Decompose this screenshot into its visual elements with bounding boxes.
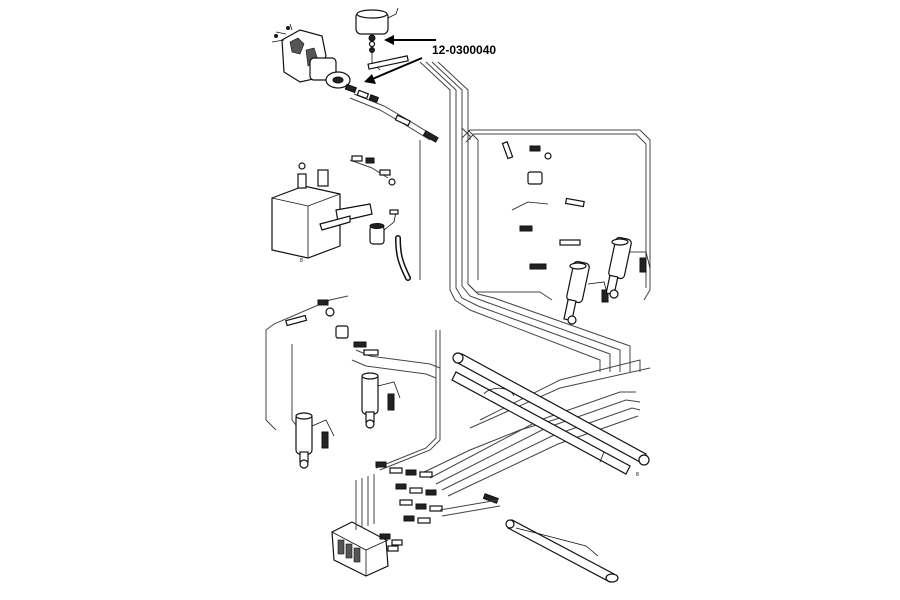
tank-item-marker: 8 (300, 258, 303, 264)
valve-bank-fitting-rows (355, 461, 501, 546)
hose-bundle-lower-diagonal (375, 330, 651, 497)
pump-outlet-fittings (344, 83, 439, 143)
hose-bundle-right-upper (461, 129, 651, 301)
lower-tilt-cylinder (505, 519, 619, 583)
control-valve-bank (331, 521, 399, 577)
lift-cylinder-right-b (605, 236, 651, 299)
hydraulic-reservoir-tank: 8 (271, 162, 373, 264)
callout-part-number-label: 12-0300040 (432, 43, 496, 57)
right-upper-fittings (501, 141, 585, 270)
callout-arrows (364, 35, 436, 84)
suction-hose (395, 235, 411, 281)
solenoid-valve-12-0300040 (355, 7, 409, 71)
hose-to-tank (349, 93, 435, 280)
hose-bundle-main-vertical (419, 61, 631, 372)
lift-cylinder-left-a (295, 412, 335, 469)
boom-item-marker: 8 (636, 472, 639, 478)
lift-cylinder-left-b (361, 372, 401, 429)
tank-return-fittings (351, 155, 396, 186)
boom-cylinder-long: 8 (451, 352, 650, 478)
hose-bundle-left (265, 295, 441, 431)
lift-cylinder-right-a (563, 260, 609, 325)
left-fittings-cluster (285, 299, 379, 356)
filter-canister (369, 209, 399, 245)
pump-motor-assembly (271, 23, 351, 89)
